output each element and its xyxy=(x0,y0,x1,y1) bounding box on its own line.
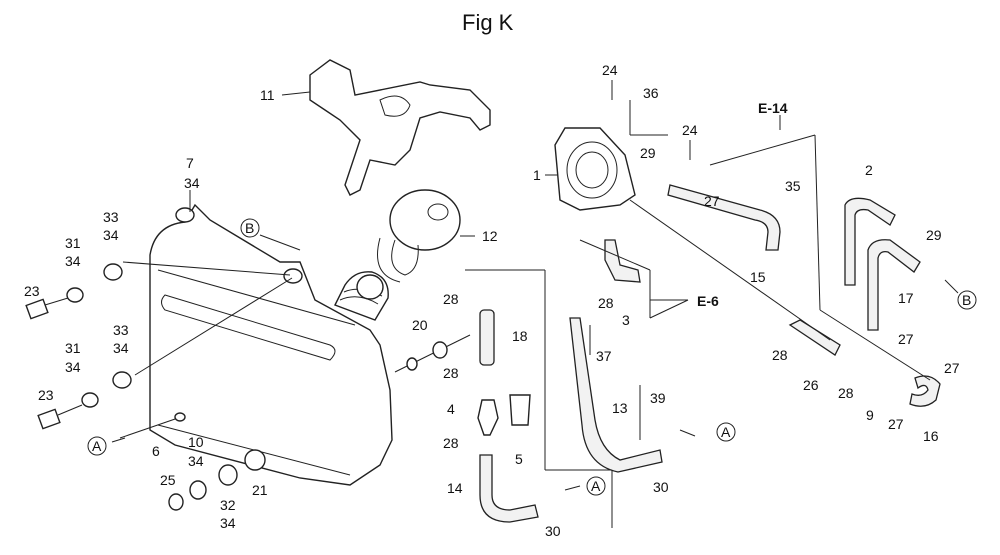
callouts: 11 7 34 33 34 31 34 23 31 34 33 34 23 6 … xyxy=(24,62,960,539)
callout-14: 14 xyxy=(447,480,463,496)
callout-36: 36 xyxy=(643,85,659,101)
callout-7: 7 xyxy=(186,155,194,171)
callout-3: 3 xyxy=(622,312,630,328)
svg-text:A: A xyxy=(721,424,731,440)
callout-34: 34 xyxy=(103,227,119,243)
fuel-pump-part xyxy=(554,127,636,211)
callout-24: 24 xyxy=(602,62,618,78)
callout-27: 27 xyxy=(898,331,914,347)
leader-lines xyxy=(122,80,931,528)
left-fasteners xyxy=(25,263,266,511)
callout-13: 13 xyxy=(612,400,628,416)
callout-15: 15 xyxy=(750,269,766,285)
callout-28: 28 xyxy=(443,291,459,307)
callout-39: 39 xyxy=(650,390,666,406)
callout-34: 34 xyxy=(65,359,81,375)
ref-e6[interactable]: E-6 xyxy=(697,293,719,309)
callout-30: 30 xyxy=(653,479,669,495)
callout-25: 25 xyxy=(160,472,176,488)
callout-26: 26 xyxy=(803,377,819,393)
callout-35: 35 xyxy=(785,178,801,194)
callout-27: 27 xyxy=(944,360,960,376)
callout-27: 27 xyxy=(888,416,904,432)
circle-b-right: B xyxy=(957,290,977,310)
arrows xyxy=(111,234,959,491)
ref-e14[interactable]: E-14 xyxy=(758,100,788,116)
callout-37: 37 xyxy=(596,348,612,364)
callout-34: 34 xyxy=(184,175,200,191)
callout-6: 6 xyxy=(152,443,160,459)
callout-18: 18 xyxy=(512,328,528,344)
svg-text:A: A xyxy=(92,438,102,454)
callout-28: 28 xyxy=(598,295,614,311)
callout-24: 24 xyxy=(682,122,698,138)
callout-28: 28 xyxy=(443,365,459,381)
callout-33: 33 xyxy=(113,322,129,338)
callout-31: 31 xyxy=(65,235,81,251)
filler-neck-part xyxy=(334,271,389,321)
svg-text:A: A xyxy=(591,478,601,494)
circle-b-upper: B xyxy=(240,218,260,238)
callout-27: 27 xyxy=(704,193,720,209)
callout-17: 17 xyxy=(898,290,914,306)
callout-29: 29 xyxy=(926,227,942,243)
callout-9: 9 xyxy=(866,407,874,423)
callout-16: 16 xyxy=(923,428,939,444)
callout-34: 34 xyxy=(65,253,81,269)
svg-text:B: B xyxy=(962,292,971,308)
fuel-cap-part xyxy=(377,189,461,283)
callout-34: 34 xyxy=(220,515,236,531)
callout-1: 1 xyxy=(533,167,541,183)
callout-11: 11 xyxy=(260,87,275,103)
fuel-tank-part xyxy=(149,203,393,486)
callout-23: 23 xyxy=(38,387,54,403)
fitting-part xyxy=(394,334,471,373)
callout-32: 32 xyxy=(220,497,236,513)
callout-28: 28 xyxy=(838,385,854,401)
callout-34: 34 xyxy=(188,453,204,469)
svg-text:B: B xyxy=(245,220,254,236)
circle-a-right: A xyxy=(716,422,736,442)
bracket-part xyxy=(309,59,491,196)
callout-20: 20 xyxy=(412,317,428,333)
callout-21: 21 xyxy=(252,482,268,498)
callout-2: 2 xyxy=(865,162,873,178)
callout-29: 29 xyxy=(640,145,656,161)
callout-12: 12 xyxy=(482,228,498,244)
circle-a-left: A xyxy=(87,436,107,456)
callout-28: 28 xyxy=(443,435,459,451)
callout-30: 30 xyxy=(545,523,561,539)
figure-title: Fig K xyxy=(462,10,514,35)
callout-34: 34 xyxy=(113,340,129,356)
callout-31: 31 xyxy=(65,340,81,356)
hoses xyxy=(569,184,941,473)
callout-10: 10 xyxy=(188,434,204,450)
callout-28: 28 xyxy=(772,347,788,363)
callout-33: 33 xyxy=(103,209,119,225)
callout-23: 23 xyxy=(24,283,40,299)
callout-4: 4 xyxy=(447,401,455,417)
callout-5: 5 xyxy=(515,451,523,467)
circle-a-bottom: A xyxy=(586,476,606,496)
filter-parts xyxy=(477,309,539,523)
